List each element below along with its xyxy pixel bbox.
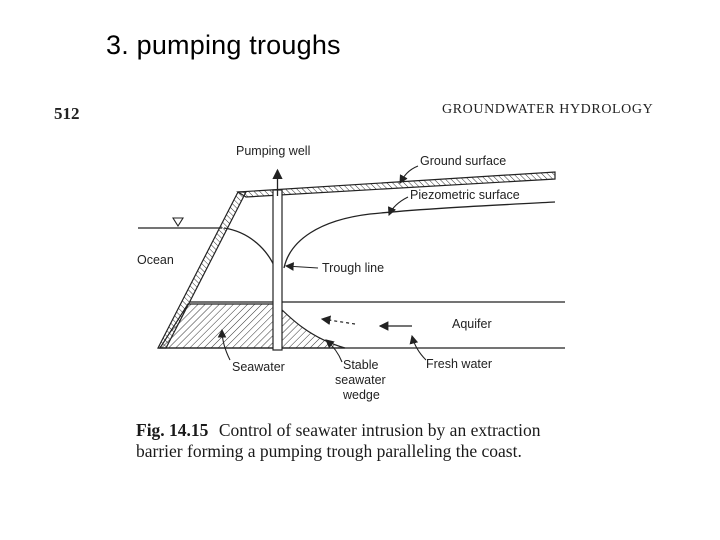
label-stable-wedge-1: Stable — [343, 358, 378, 372]
ocean-water-level — [138, 217, 222, 229]
label-ocean: Ocean — [137, 253, 174, 267]
label-trough-line: Trough line — [322, 261, 384, 275]
pumping-well — [272, 168, 283, 351]
running-head: GROUNDWATER HYDROLOGY — [442, 102, 654, 117]
seawater-wedge — [158, 303, 346, 349]
label-piezometric-surface: Piezometric surface — [410, 188, 520, 202]
page-number: 512 — [54, 104, 80, 123]
label-aquifer: Aquifer — [452, 317, 492, 331]
figure-number: Fig. 14.15 — [136, 420, 209, 440]
ground-surface — [236, 171, 556, 198]
leader-lines — [217, 165, 427, 363]
label-stable-wedge-3: wedge — [342, 388, 380, 402]
label-pumping-well: Pumping well — [236, 144, 310, 158]
label-stable-wedge-2: seawater — [335, 373, 386, 387]
slide-title: 3. pumping troughs — [106, 30, 341, 60]
figure-caption: Fig. 14.15 Control of seawater intrusion… — [136, 420, 556, 462]
figure-caption-text: Control of seawater intrusion by an extr… — [136, 420, 541, 461]
label-fresh-water: Fresh water — [426, 357, 492, 371]
flow-arrows — [320, 315, 412, 331]
label-seawater: Seawater — [232, 360, 285, 374]
label-ground-surface: Ground surface — [420, 154, 506, 168]
